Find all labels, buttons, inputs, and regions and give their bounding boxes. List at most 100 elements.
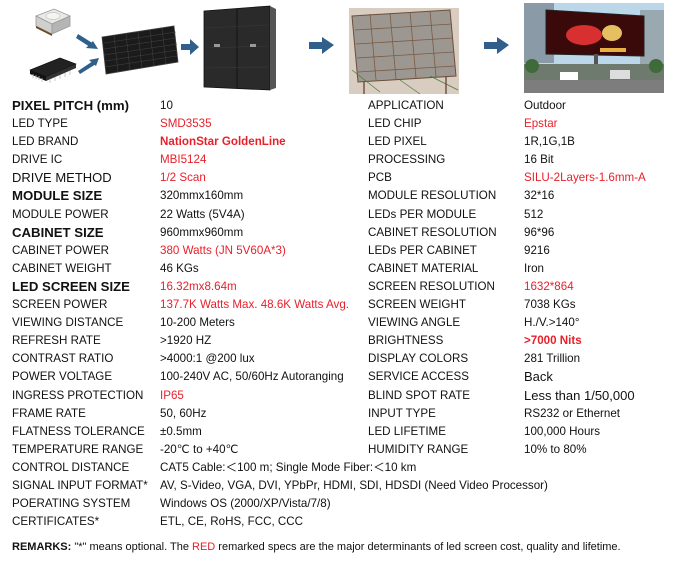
spec-label: REFRESH RATE <box>12 334 101 348</box>
spec-value: 1632*864 <box>524 279 574 293</box>
spec-label: LEDs PER CABINET <box>368 243 477 257</box>
spec-value: >4000:1 @200 lux <box>160 352 255 366</box>
spec-value: MBI5124 <box>160 153 207 167</box>
spec-row: DRIVE METHOD 1/2 Scan PCB SILU-2Layers-1… <box>12 169 672 187</box>
spec-row: LED BRAND NationStar GoldenLine LED PIXE… <box>12 133 672 151</box>
spec-label: LED SCREEN SIZE <box>12 278 130 294</box>
spec-row: CABINET WEIGHT 46 KGs CABINET MATERIAL I… <box>12 260 672 278</box>
spec-value: 1R,1G,1B <box>524 135 575 149</box>
spec-label: INPUT TYPE <box>368 406 436 420</box>
spec-label: BLIND SPOT RATE <box>368 388 471 402</box>
spec-label: LED CHIP <box>368 117 422 131</box>
spec-label: CABINET MATERIAL <box>368 261 479 275</box>
spec-value: 22 Watts (5V4A) <box>160 207 245 221</box>
spec-label: POERATING SYSTEM <box>12 497 131 511</box>
spec-value: >7000 Nits <box>524 334 582 348</box>
spec-value: Epstar <box>524 117 558 131</box>
spec-label: LED LIFETIME <box>368 424 446 438</box>
spec-label: DRIVE METHOD <box>12 170 112 186</box>
spec-label: CABINET RESOLUTION <box>368 225 497 239</box>
spec-label: LED TYPE <box>12 117 68 131</box>
spec-row: POWER VOLTAGE 100-240V AC, 50/60Hz Autor… <box>12 368 672 386</box>
spec-row: FRAME RATE 50, 60Hz INPUT TYPE RS232 or … <box>12 405 672 423</box>
spec-label: DRIVE IC <box>12 153 63 167</box>
remarks-red-word: RED <box>192 541 216 553</box>
spec-row: FLATNESS TOLERANCE ±0.5mm LED LIFETIME 1… <box>12 423 672 441</box>
spec-value: 7038 KGs <box>524 298 576 312</box>
spec-label: PCB <box>368 171 392 185</box>
spec-label: TEMPERATURE RANGE <box>12 442 144 456</box>
spec-value: RS232 or Ethernet <box>524 406 621 420</box>
screen-steel-frame-image <box>349 8 459 95</box>
spec-value: IP65 <box>160 388 184 402</box>
remarks-text-1: "*" means optional. The <box>71 541 193 553</box>
spec-row-wide: CERTIFICATES* ETL, CE, RoHS, FCC, CCC <box>12 513 672 531</box>
chip-arrows <box>76 34 99 74</box>
spec-label: SCREEN POWER <box>12 298 108 312</box>
spec-label: MODULE POWER <box>12 207 109 221</box>
spec-value: Less than 1/50,000 <box>524 387 635 403</box>
spec-label: SCREEN WEIGHT <box>368 298 466 312</box>
product-flow-graphic <box>29 3 664 95</box>
remarks-label: REMARKS: <box>12 541 72 553</box>
spec-value: Back <box>524 369 553 385</box>
remarks-note: REMARKS: "*" means optional. The RED rem… <box>12 541 621 553</box>
spec-label: APPLICATION <box>368 99 444 112</box>
spec-value: 137.7K Watts Max. 48.6K Watts Avg. <box>160 298 350 312</box>
spec-value: 46 KGs <box>160 261 199 275</box>
arrow-2 <box>309 37 334 54</box>
spec-row: PIXEL PITCH (mm) 10 APPLICATION Outdoor <box>12 97 672 115</box>
spec-value: 320mmx160mm <box>160 189 244 203</box>
spec-label: CERTIFICATES* <box>12 515 100 529</box>
spec-label: INGRESS PROTECTION <box>12 388 144 402</box>
spec-label: POWER VOLTAGE <box>12 370 113 384</box>
spec-value: 100,000 Hours <box>524 424 601 438</box>
led-cabinet-image <box>203 5 276 91</box>
spec-label: SERVICE ACCESS <box>368 370 469 384</box>
spec-value: NationStar GoldenLine <box>160 135 286 149</box>
spec-row: MODULE POWER 22 Watts (5V4A) LEDs PER MO… <box>12 206 672 224</box>
spec-row-wide: POERATING SYSTEM Windows OS (2000/XP/Vis… <box>12 495 672 513</box>
spec-value: 96*96 <box>524 225 555 239</box>
spec-value: CAT5 Cable:＜100 m; Single Mode Fiber:＜10… <box>160 460 417 474</box>
spec-value: 1/2 Scan <box>160 171 206 185</box>
spec-label: FLATNESS TOLERANCE <box>12 424 145 438</box>
spec-row: REFRESH RATE >1920 HZ BRIGHTNESS >7000 N… <box>12 332 672 350</box>
spec-label: SIGNAL INPUT FORMAT* <box>12 478 148 492</box>
spec-value: 9216 <box>524 243 550 257</box>
spec-row: INGRESS PROTECTION IP65 BLIND SPOT RATE … <box>12 387 672 405</box>
spec-value: >1920 HZ <box>160 334 212 348</box>
spec-row-wide: CONTROL DISTANCE CAT5 Cable:＜100 m; Sing… <box>12 459 672 477</box>
spec-value: 380 Watts (JN 5V60A*3) <box>160 243 286 257</box>
spec-label: CABINET WEIGHT <box>12 261 112 275</box>
spec-label: DISPLAY COLORS <box>368 352 469 366</box>
spec-label: MODULE SIZE <box>12 188 103 204</box>
spec-value: Iron <box>524 261 544 275</box>
spec-row: TEMPERATURE RANGE -20℃ to +40℃ HUMIDITY … <box>12 441 672 459</box>
spec-value: 512 <box>524 207 544 221</box>
spec-row: SCREEN POWER 137.7K Watts Max. 48.6K Wat… <box>12 296 672 314</box>
spec-value: 32*16 <box>524 189 555 203</box>
spec-table: PIXEL PITCH (mm) 10 APPLICATION Outdoor … <box>12 97 672 531</box>
spec-label: PROCESSING <box>368 153 446 167</box>
spec-value: 10 <box>160 99 173 112</box>
spec-value: Windows OS (2000/XP/Vista/7/8) <box>160 497 331 511</box>
spec-row: DRIVE IC MBI5124 PROCESSING 16 Bit <box>12 151 672 169</box>
smd-led-chip-image <box>35 8 71 36</box>
spec-value: H./V.>140° <box>524 316 580 330</box>
spec-label: CONTROL DISTANCE <box>12 460 130 474</box>
spec-label: CABINET SIZE <box>12 224 104 240</box>
spec-row: MODULE SIZE 320mmx160mm MODULE RESOLUTIO… <box>12 187 672 205</box>
spec-label: VIEWING ANGLE <box>368 316 461 330</box>
spec-label: PIXEL PITCH (mm) <box>12 98 129 113</box>
spec-label: HUMIDITY RANGE <box>368 442 469 456</box>
spec-value: AV, S-Video, VGA, DVI, YPbPr, HDMI, SDI,… <box>160 478 548 492</box>
arrow-1 <box>181 39 199 55</box>
remarks-text-2: remarked specs are the major determinant… <box>215 541 621 553</box>
spec-value: Outdoor <box>524 99 566 112</box>
outdoor-led-screen-image <box>524 3 664 93</box>
spec-value: 16 Bit <box>524 153 554 167</box>
arrow-3 <box>484 37 509 54</box>
spec-value: ±0.5mm <box>160 424 202 438</box>
spec-label: LEDs PER MODULE <box>368 207 477 221</box>
